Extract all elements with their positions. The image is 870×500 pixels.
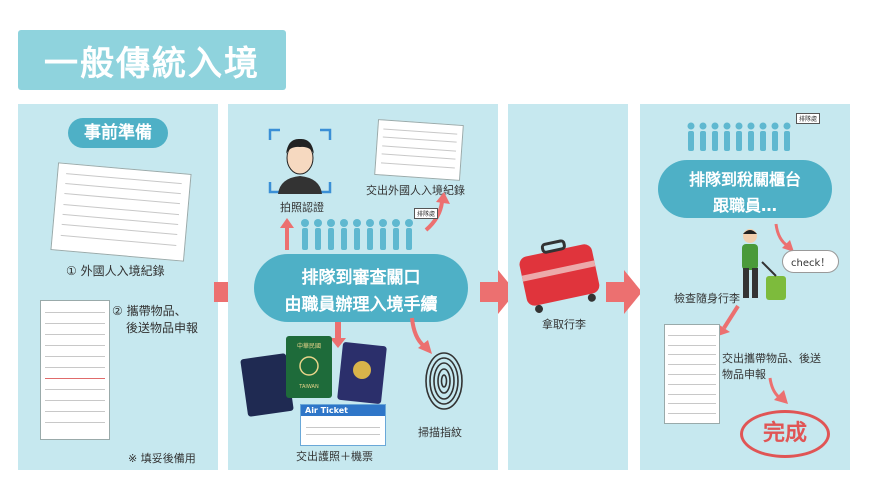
face-recognition-icon: [268, 128, 332, 194]
immigration-main-line1: 排隊到審查關口: [301, 268, 421, 288]
form-label: 交出外國人入境紀錄: [366, 184, 465, 197]
arrival-card-label: ① 外國人入境紀錄: [66, 264, 165, 278]
customs-main-line1: 排隊到稅關櫃台: [688, 170, 801, 189]
svg-text:中華民國: 中華民國: [297, 342, 321, 350]
submit-label-line1: 交出攜帶物品、後送: [722, 352, 821, 365]
customs-queue-icon: [687, 122, 791, 151]
customs-queue-sign: 排隊處: [796, 113, 821, 124]
declaration-label-line1: ② 攜帶物品、: [112, 304, 187, 318]
done-stamp: 完成: [740, 410, 830, 458]
arrow-to-traveler-icon: [774, 223, 794, 252]
check-bubble: check！: [782, 250, 840, 273]
air-ticket-text: Air Ticket: [301, 405, 385, 416]
down-left-arrow-icon: [718, 304, 740, 336]
queue-people-icon: [301, 219, 413, 250]
immigration-main-bubble: 排隊到審查關口 由職員辦理入境手續: [254, 254, 468, 322]
luggage-icon: [519, 239, 600, 313]
passport-label: 交出護照＋機票: [296, 450, 373, 463]
preparation-heading: 事前準備: [68, 118, 168, 148]
luggage-label: 拿取行李: [542, 318, 586, 331]
down-arrow-right-icon: [410, 317, 432, 354]
arrow-right-icon: [480, 270, 516, 314]
arrival-card-image: [50, 162, 192, 262]
passport-icons: 中華民國 TAIWAN: [240, 336, 387, 417]
page-title: 一般傳統入境: [18, 30, 286, 90]
traveler-icon: [742, 229, 786, 300]
fill-note: ※ 填妥後備用: [128, 452, 196, 465]
arrow-right-icon: [606, 270, 642, 314]
air-ticket-image: Air Ticket: [300, 404, 386, 446]
down-arrow-left-icon: [330, 322, 346, 348]
customs-main-line2: 跟職員…: [712, 196, 777, 215]
declaration-label-line2: 後送物品申報: [126, 321, 199, 335]
submit-label-line2: 物品申報: [722, 368, 766, 381]
up-arrow-icon: [280, 218, 294, 250]
inspect-label: 檢查隨身行李: [674, 292, 740, 305]
fingerprint-label: 掃描指紋: [418, 426, 462, 439]
immigration-main-line2: 由職員辦理入境手續: [284, 295, 438, 315]
arrival-card-submit-image: [374, 119, 464, 181]
photo-label: 拍照認證: [280, 201, 324, 214]
fingerprint-icon: [425, 352, 463, 410]
customs-form-image: [664, 324, 720, 424]
queue-sign: 排隊處: [414, 208, 439, 219]
down-right-arrow-icon: [768, 377, 788, 404]
customs-declaration-image: [40, 300, 110, 440]
customs-main-bubble: 排隊到稅關櫃台 跟職員…: [658, 160, 832, 218]
svg-text:TAIWAN: TAIWAN: [298, 384, 319, 390]
